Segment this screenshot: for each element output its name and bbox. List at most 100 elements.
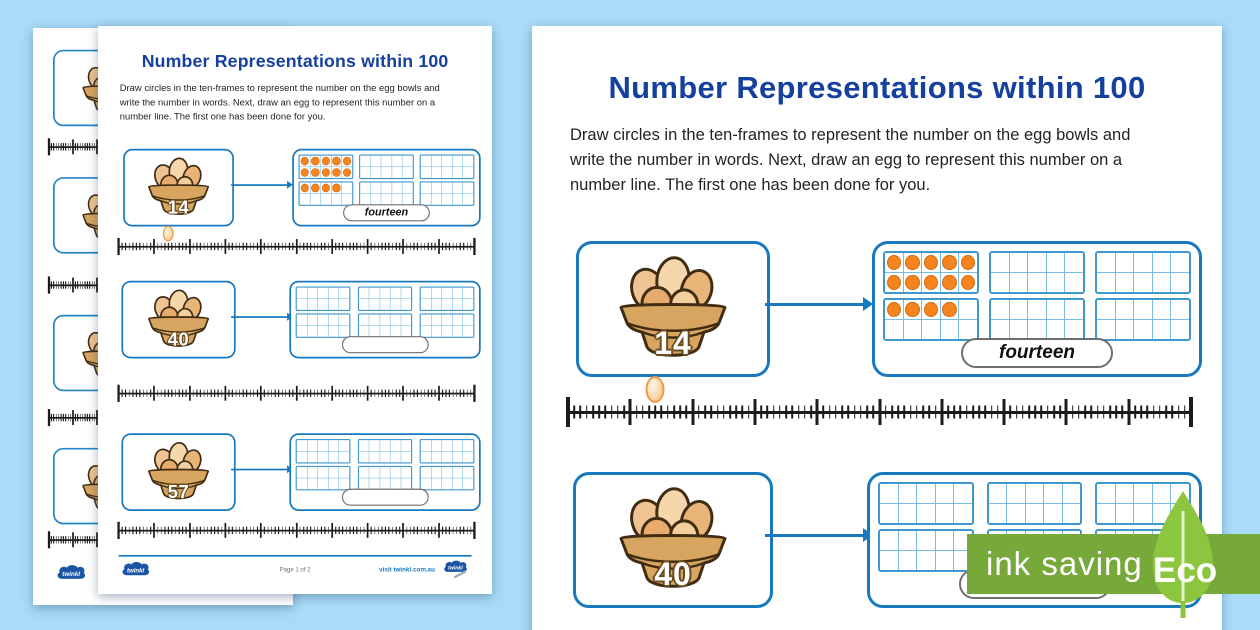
number-line-tick bbox=[70, 413, 72, 422]
number-line-zone bbox=[117, 372, 476, 404]
number-line-tick bbox=[139, 526, 141, 535]
number-line-tick bbox=[377, 389, 379, 397]
number-line-tick bbox=[256, 389, 258, 397]
ten-frame-cell bbox=[297, 325, 308, 337]
number-line-tick bbox=[117, 521, 120, 539]
number-line-tick bbox=[349, 389, 351, 397]
ten-frame-cell bbox=[401, 314, 412, 326]
ten-frame-cell bbox=[390, 440, 402, 452]
number-line-tick bbox=[363, 389, 365, 397]
number-line-tick bbox=[60, 143, 62, 151]
number-line-tick bbox=[79, 281, 81, 289]
number-line-tick bbox=[50, 143, 52, 151]
ten-frame-cell bbox=[463, 452, 473, 463]
number-line-tick bbox=[320, 526, 322, 535]
ten-frame-cell bbox=[452, 155, 464, 168]
number-line-tick bbox=[82, 536, 84, 544]
number-line-tick bbox=[722, 405, 725, 419]
number-line-tick bbox=[704, 405, 706, 419]
egg-marker-icon bbox=[645, 376, 665, 403]
number-line-tick bbox=[395, 389, 397, 397]
number-line-tick bbox=[117, 237, 120, 256]
number-line-tick bbox=[94, 143, 96, 151]
bowl-number: 57 bbox=[167, 481, 190, 502]
ten-frame bbox=[359, 154, 414, 180]
number-line-tick bbox=[303, 526, 305, 535]
ten-frame-cell bbox=[342, 183, 353, 194]
number-line-tick bbox=[214, 242, 216, 251]
ten-frame bbox=[986, 482, 1083, 525]
number-line-tick bbox=[135, 242, 137, 251]
number-line-tick bbox=[239, 242, 241, 251]
ten-frame-cell bbox=[297, 299, 308, 310]
number-line-tick bbox=[370, 389, 372, 397]
ten-frame-cell bbox=[452, 466, 464, 479]
number-line-tick bbox=[409, 242, 411, 251]
ten-frame-cell bbox=[453, 478, 464, 490]
number-line-tick bbox=[267, 242, 269, 251]
ten-frame-cell-egg bbox=[342, 156, 353, 168]
number-line-tick bbox=[352, 389, 354, 397]
number-line-tick bbox=[164, 389, 166, 397]
ten-frame-cell bbox=[1134, 273, 1153, 292]
number-line-tick bbox=[328, 242, 329, 251]
number-line-tick bbox=[470, 526, 472, 535]
number-line-tick bbox=[735, 405, 737, 419]
ten-frame-cell bbox=[401, 452, 411, 463]
number-line-tick bbox=[402, 385, 405, 401]
number-line-tick bbox=[221, 242, 223, 251]
number-line-tick bbox=[299, 242, 301, 251]
ten-frame-cell bbox=[431, 451, 442, 463]
ten-frame-cell bbox=[991, 273, 1010, 292]
ten-frame-cell bbox=[453, 167, 464, 178]
number-line-tick bbox=[274, 389, 276, 397]
number-line-tick bbox=[374, 242, 376, 251]
ten-frame bbox=[295, 465, 351, 491]
ten-frame-cell bbox=[328, 440, 340, 452]
number-word-pill: fourteen bbox=[961, 338, 1113, 368]
number-line-tick bbox=[67, 281, 69, 289]
number-line-tick bbox=[62, 281, 64, 289]
number-line-tick bbox=[747, 405, 750, 419]
ten-frame-cell bbox=[380, 478, 391, 490]
number-line-tick bbox=[292, 526, 294, 535]
ten-frame-cell bbox=[936, 504, 955, 523]
ten-frame bbox=[295, 438, 351, 464]
number-line-tick bbox=[1189, 397, 1193, 427]
number-line-tick bbox=[264, 389, 265, 397]
number-line-tick bbox=[47, 408, 51, 427]
number-line-tick bbox=[585, 405, 588, 419]
arrow-connector-icon bbox=[231, 312, 293, 321]
ten-frame-cell bbox=[453, 299, 464, 310]
ten-frame bbox=[295, 313, 351, 338]
ten-frame-cell bbox=[339, 326, 349, 337]
number-line-tick bbox=[741, 405, 744, 419]
number-line-tick bbox=[231, 242, 233, 251]
ten-frame-cell bbox=[328, 466, 340, 479]
number-line-tick bbox=[342, 242, 344, 251]
egg-bowl-card: 14 bbox=[576, 241, 770, 377]
number-line-tick bbox=[246, 242, 248, 251]
worksheet-sheet: Number Representations within 100 Draw c… bbox=[98, 26, 492, 594]
number-line-tick bbox=[53, 536, 55, 544]
ten-frame-cell bbox=[1065, 253, 1083, 273]
number-line-tick bbox=[281, 389, 283, 397]
number-line-tick bbox=[1059, 405, 1061, 419]
number-line-tick bbox=[53, 281, 55, 289]
ten-frame-cell bbox=[296, 440, 308, 452]
number-line-tick bbox=[188, 522, 191, 538]
ten-frame-cell bbox=[369, 287, 381, 300]
number-line-tick bbox=[424, 526, 426, 535]
number-line-tick bbox=[55, 413, 57, 422]
number-line-tick bbox=[94, 536, 96, 544]
number-line-tick bbox=[610, 405, 613, 419]
number-line-tick bbox=[196, 526, 198, 535]
ten-frame-cell-egg bbox=[959, 253, 977, 273]
number-line-tick bbox=[909, 405, 912, 419]
ten-frame-cell bbox=[402, 183, 413, 194]
ten-frame-cell bbox=[421, 451, 432, 463]
number-line-tick bbox=[235, 389, 237, 397]
number-line-tick bbox=[381, 389, 383, 397]
number-line-tick bbox=[79, 536, 81, 544]
number-line-tick bbox=[377, 242, 379, 251]
